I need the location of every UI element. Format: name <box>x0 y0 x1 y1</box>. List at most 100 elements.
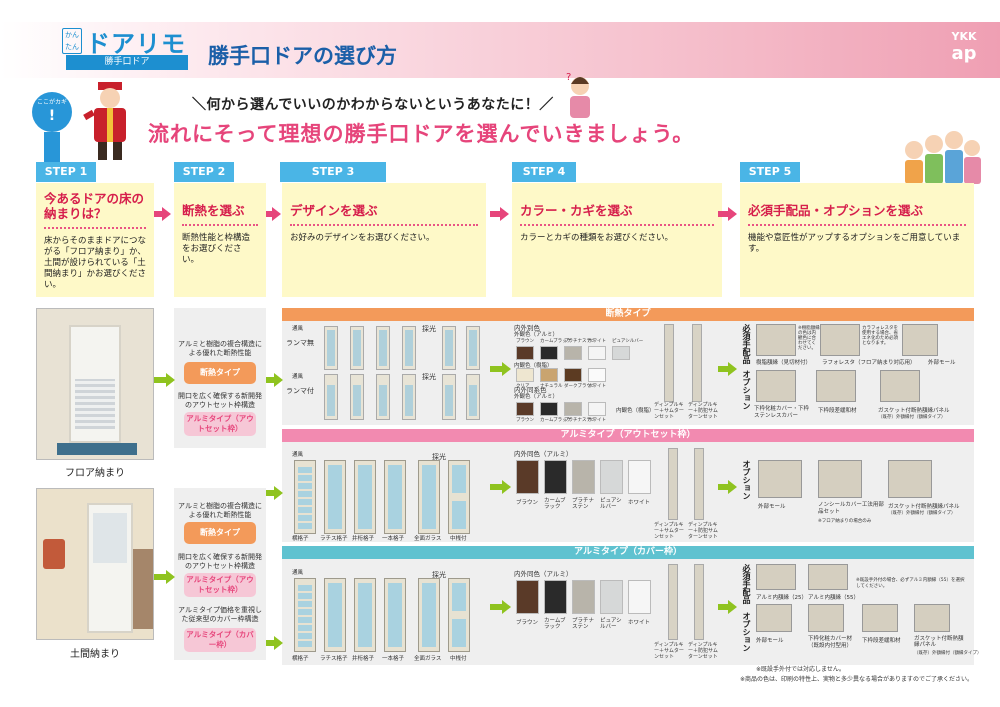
green-arrow-head-6 <box>274 486 283 500</box>
outset-color-5: ホワイト <box>628 500 651 506</box>
green-arrow-7 <box>490 484 502 490</box>
step1-box: 今あるドアの床の納まりは？ 床からそのままドアにつながる「フロア納まり」か、土間… <box>36 183 154 297</box>
step5-tab: STEP 5 <box>740 162 800 182</box>
cover-req-1: アルミ内額縁（25） <box>756 595 807 601</box>
outset-design-3: 井桁格子 <box>352 536 375 542</box>
design-thumb[interactable] <box>442 326 456 370</box>
floor-photo-2 <box>36 488 154 640</box>
cover-options: 必須手配品 オプション アルミ内額縁（25） アルミ内額縁（55） ※既設手外付… <box>738 562 982 662</box>
outset-color-title: 内外同色（アルミ） <box>514 450 573 458</box>
step2-title: 断熱を選ぶ <box>182 203 245 218</box>
dannetsu-color-a-3: プラチナステン <box>564 339 596 344</box>
section-bar-cover: アルミタイプ（カバー枠） <box>282 546 974 559</box>
dannetsu-color-title-2: 内外同系色 <box>514 386 547 394</box>
green-arrow-head-5 <box>728 362 737 376</box>
logo-subtitle: 勝手口ドア <box>66 55 188 70</box>
outset-design-4: 一本格子 <box>382 536 405 542</box>
cover-row-label: 通風 <box>292 570 304 576</box>
outset-options: オプション 外部モール ノンシールカバー工法用部品セット ※フロア納まりの場合の… <box>738 446 974 540</box>
outset-opt-label: オプション <box>742 460 751 500</box>
step2-tab: STEP 2 <box>174 162 234 182</box>
dannetsu-opt-2: 下枠段差緩和材 <box>818 408 857 414</box>
cover-colors: 内外同色（アルミ） ブラウン カームブラック プラチナステン ピュアシルバー ホ… <box>512 566 658 660</box>
step2-text-5: アルミタイプ価格を重視した従来型のカバー枠構造 <box>178 606 262 623</box>
design-thumb[interactable] <box>402 326 416 370</box>
design-thumb[interactable] <box>376 326 390 370</box>
dannetsu-req-label: 必須手配品 <box>742 324 751 364</box>
dannetsu-color-c-3: プラチナステン <box>564 418 596 423</box>
dannetsu-row1-sub: ランマ無 <box>286 339 314 347</box>
outset-color-1: ブラウン <box>516 500 539 506</box>
family-illustration <box>905 131 981 184</box>
design-thumb[interactable] <box>350 326 364 370</box>
design-thumb[interactable] <box>324 374 338 420</box>
key-mark: ! <box>48 108 56 124</box>
outset-design-6: 中桟付 <box>450 536 467 542</box>
outset-opt-2-sub: ※フロア納まりの場合のみ <box>818 519 872 524</box>
design-thumb[interactable] <box>466 326 480 370</box>
logo-title: ドアリモ <box>86 30 186 58</box>
step2-pill-cover[interactable]: アルミタイプ（カバー枠） <box>184 628 256 652</box>
design-thumb[interactable] <box>324 326 338 370</box>
dannetsu-color-sub-2: 内観色（樹脂） <box>514 363 553 369</box>
dannetsu-row1-label: 通風 <box>292 326 304 332</box>
page-title: 勝手口ドアの選び方 <box>208 44 397 68</box>
green-arrow-head-3 <box>274 373 283 387</box>
headline: 流れにそって理想の勝手口ドアを選んでいきましょう。 <box>148 122 695 146</box>
design-thumb[interactable] <box>402 374 416 420</box>
step4-title: カラー・カギを選ぶ <box>520 203 633 218</box>
dannetsu-color-title-1: 内外別色 <box>514 324 540 332</box>
outset-opt-3: ガスケット付断熱額縁パネル <box>888 504 960 510</box>
step-arrow-2 <box>266 211 272 217</box>
design-thumb[interactable] <box>350 374 364 420</box>
green-arrow-head-7 <box>502 480 511 494</box>
step4-box: カラー・カギを選ぶ カラーとカギの種類をお選びください。 <box>512 183 722 297</box>
outset-colors: 内外同色（アルミ） ブラウン カームブラック プラチナステン ピュアシルバー ホ… <box>512 446 658 540</box>
green-arrow-head-4 <box>502 362 511 376</box>
green-arrow-head-2 <box>166 570 175 584</box>
green-arrow-2 <box>154 574 166 580</box>
cover-designs: 通風 採光 横格子 ラチス格子 井桁格子 一本格子 全面ガラス 中桟付 <box>286 562 486 662</box>
step1-tab: STEP 1 <box>36 162 96 182</box>
step2-pill-outset-2[interactable]: アルミタイプ（アウトセット枠） <box>184 573 256 597</box>
dannetsu-color-sub-1: 外観色（アルミ） <box>514 332 558 338</box>
outset-opt-1: 外部モール <box>758 504 786 510</box>
green-arrow-10 <box>490 604 502 610</box>
dannetsu-req-1: 樹脂額縁（見切材付） <box>756 360 812 366</box>
step2-pill-outset-1[interactable]: アルミタイプ（アウトセット枠） <box>184 412 256 436</box>
cover-key-2: ディンプルキー＋防犯サムターンセット <box>688 642 718 660</box>
step3-box: デザインを選ぶ お好みのデザインをお選びください。 <box>282 183 486 297</box>
cover-req-note: ※既設手外付の場合、必ずアルミ内額縁（55）を選択してください。 <box>856 578 965 589</box>
intro-callout: ＼何から選んでいいのかわからないというあなたに！／ <box>192 97 554 113</box>
step2-pill-dannetsu-2[interactable]: 断熱タイプ <box>184 522 256 544</box>
step1-title: 今あるドアの床の納まりは？ <box>44 191 145 221</box>
green-arrow-11 <box>718 604 730 610</box>
step2-pill-dannetsu-1[interactable]: 断熱タイプ <box>184 362 256 384</box>
step2-text-2: 開口を広く確保する新開発のアウトセット枠構造 <box>178 392 262 409</box>
dannetsu-color-b-1: クリア <box>516 384 530 389</box>
cover-color-3: プラチナステン <box>572 618 595 630</box>
step2-text-3: アルミと樹脂の複合構造による優れた断熱性能 <box>178 502 262 519</box>
design-thumb[interactable] <box>442 374 456 420</box>
green-arrow-head-11 <box>728 600 737 614</box>
dannetsu-color-c-2: カームブラック <box>540 418 572 423</box>
dannetsu-color-a-2: カームブラック <box>540 339 572 344</box>
step-arrow-3 <box>490 211 500 217</box>
design-thumb[interactable] <box>376 374 390 420</box>
cover-note-bottom: ※既設手外付では対応しません。 <box>756 666 845 673</box>
design-thumb[interactable] <box>466 374 480 420</box>
dannetsu-req-3: 外部モール <box>928 360 956 366</box>
cover-opt-4: ガスケット付断熱額縁パネル <box>914 636 964 648</box>
step2-text-1: アルミと樹脂の複合構造による優れた断熱性能 <box>178 340 262 357</box>
dannetsu-opt-label: オプション <box>742 370 751 410</box>
outset-design-1: 横格子 <box>292 536 309 542</box>
outset-opt-3-sub: （既存）外額縁付（額縁タイプ） <box>888 511 956 516</box>
cover-color-title: 内外同色（アルミ） <box>514 570 573 578</box>
keyhole-icon: ここがカギ! <box>32 92 72 162</box>
key-small-label: ここがカギ <box>36 99 67 106</box>
step2-text-4: 開口を広く確保する新開発のアウトセット枠構造 <box>178 553 262 570</box>
cover-opt-3: 下枠段差緩和材 <box>862 638 901 644</box>
section-bar-dannetsu: 断熱タイプ <box>282 308 974 321</box>
cover-key-1: ディンプルキー＋サムターンセット <box>654 642 684 660</box>
dannetsu-color-b-4: ホワイト <box>588 384 606 389</box>
